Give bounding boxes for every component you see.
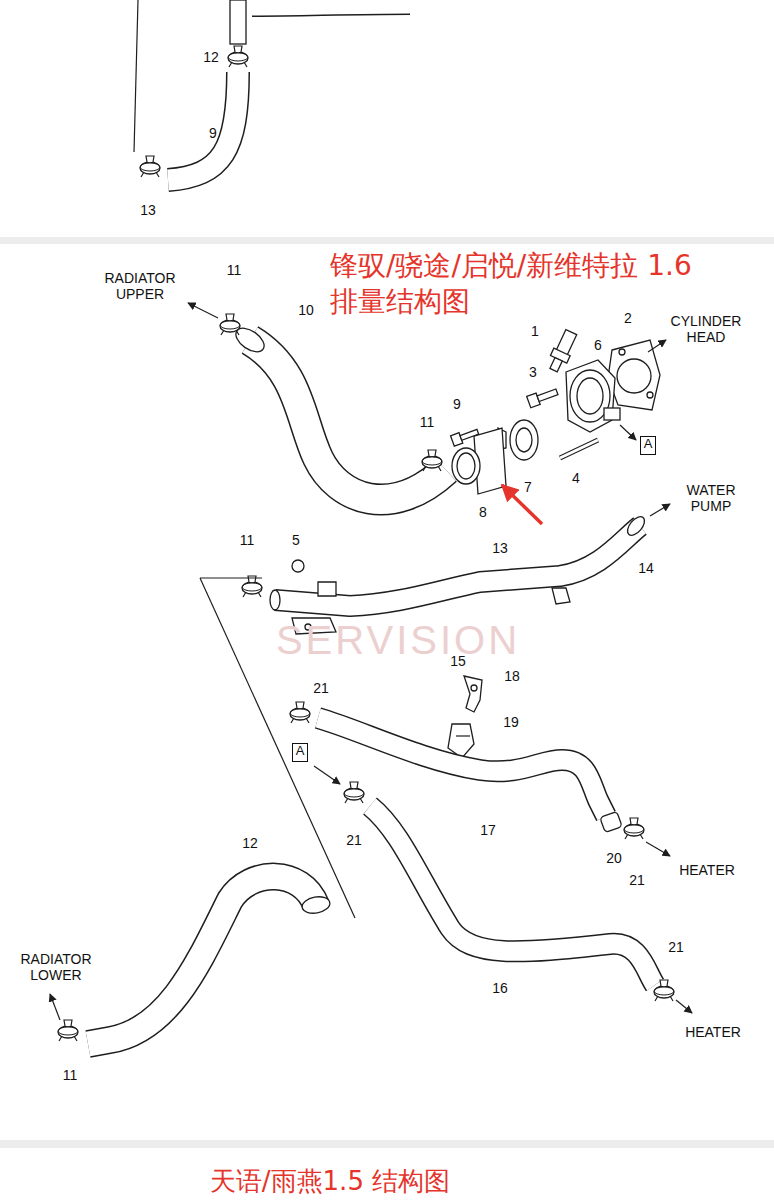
reference-box: A [292,743,308,762]
callout-number: 13 [140,202,156,218]
callout-number: 11 [240,532,255,548]
callout-number: 11 [63,1067,78,1083]
part-label: CYLINDER HEAD [656,313,756,345]
callout-number: 15 [450,653,466,669]
callout-number: 16 [492,980,508,996]
callout-number: 17 [480,822,496,838]
callout-number: 10 [298,302,314,318]
callout-number: 18 [504,668,520,684]
part-label: HEATER [685,1024,741,1040]
reference-letter: A [641,437,655,451]
diagram-title: 锋驭/骁途/启悦/新维特拉 1.6排量结构图 [330,248,700,321]
watermark-text: SERVISION [276,617,520,663]
part-label: RADIATOR UPPER [95,270,185,302]
callout-number: 8 [479,504,487,520]
callout-number: 12 [203,49,219,65]
callout-number: 14 [638,560,654,576]
callout-number: 21 [313,680,329,696]
callout-number: 13 [492,540,508,556]
part-label: RADIATOR LOWER [11,951,101,983]
callout-number: 19 [503,714,519,730]
callout-number: 1 [531,323,539,339]
callout-number: 2 [624,310,632,326]
callout-number: 21 [668,939,684,955]
callout-number: 21 [629,872,645,888]
callout-number: 7 [524,479,532,495]
callout-number: 5 [292,532,300,548]
callout-number: 20 [606,850,622,866]
callout-number: 11 [227,262,242,278]
part-label: WATER PUMP [671,482,751,514]
callout-number: 21 [346,832,362,848]
callout-number: 3 [529,364,537,380]
part-label: HEATER [679,862,735,878]
section-heading: 天语/雨燕1.5 结构图 [210,1167,450,1197]
callout-number: 4 [572,470,580,486]
reference-box: A [640,436,656,455]
callout-number: 9 [453,396,461,412]
callout-number: 9 [209,125,217,141]
callout-number: 6 [594,337,602,353]
callout-number: 11 [420,414,435,430]
reference-letter: A [293,744,307,758]
callout-number: 12 [242,835,258,851]
